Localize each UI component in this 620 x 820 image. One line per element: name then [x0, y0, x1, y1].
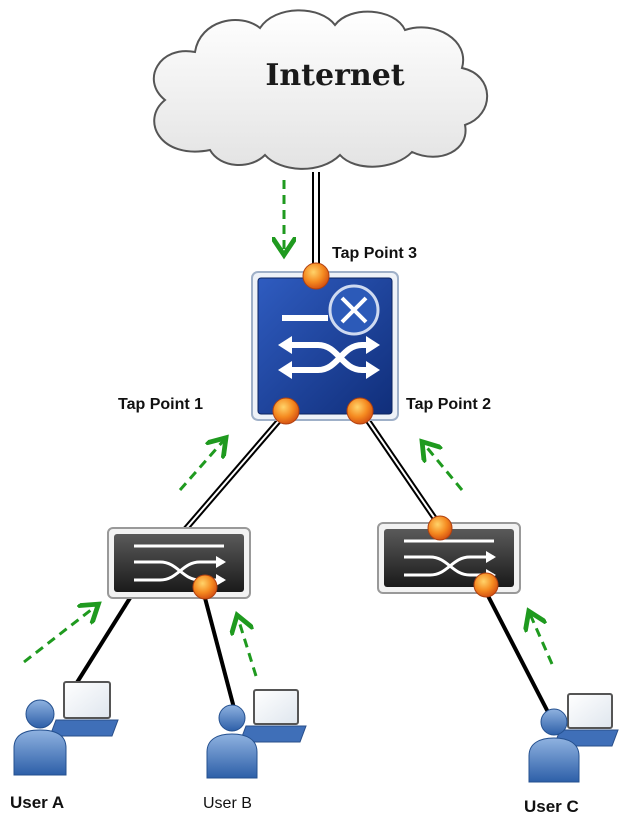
internet-cloud [152, 9, 489, 170]
internet-label: Internet [265, 58, 405, 93]
user-b-icon [206, 689, 307, 779]
access-switch-left [107, 527, 251, 599]
link-user-b [203, 597, 236, 709]
tap-point-1-dot [272, 397, 300, 425]
user-b-label: User B [203, 795, 252, 812]
flow-arrow-tap-1 [178, 440, 224, 491]
flow-arrow-tap-2 [424, 444, 464, 491]
flow-arrow-user-b [238, 618, 258, 677]
link-core-left-switch [180, 414, 286, 534]
link-user-c [484, 591, 552, 717]
tap-point-3-dot [302, 262, 330, 290]
uplink-internet-core [312, 172, 320, 272]
tap-point-2-dot [346, 397, 374, 425]
user-c-label: User C [524, 797, 579, 816]
flow-arrow-user-c [530, 614, 554, 665]
link-core-right-switch [359, 410, 443, 528]
right-switch-port-dot [473, 572, 499, 598]
core-switch [251, 271, 399, 421]
tap-point-1-label: Tap Point 1 [118, 396, 204, 413]
flow-arrow-user-a [23, 606, 96, 664]
tap-point-2-label: Tap Point 2 [406, 396, 492, 413]
tap-point-3-label: Tap Point 3 [332, 245, 418, 262]
user-c-icon [528, 693, 619, 783]
left-switch-port-dot [192, 574, 218, 600]
user-a-label: User A [10, 793, 65, 812]
user-a-icon [13, 681, 119, 776]
right-switch-uplink-dot [427, 515, 453, 541]
